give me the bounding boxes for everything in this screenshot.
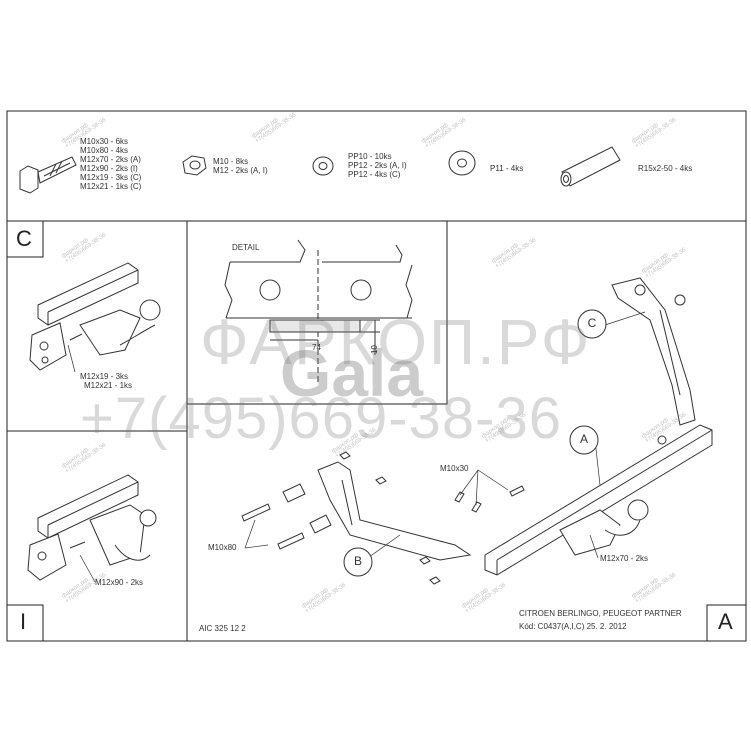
detail-drawing <box>224 239 413 385</box>
spring-washer-spec: P11 - 4ks <box>490 164 524 173</box>
detail-box <box>186 220 448 405</box>
footer-model: CITROEN BERLINGO, PEUGEOT PARTNER <box>519 609 682 618</box>
footer-kod: Kód: C0437(A,I,C) 25. 2. 2012 <box>519 622 627 631</box>
detail-dim-width: 74 <box>312 343 321 352</box>
label-m10x80: M10x80 <box>208 543 237 552</box>
nuts-list: M10 - 8ks M12 - 2ks (A, I) <box>213 157 268 175</box>
callout-b-label: B <box>353 554 362 568</box>
spacer-spec: R15x2-50 - 4ks <box>638 164 693 173</box>
nut-spec: M10 - 8ks <box>213 157 249 166</box>
callout-c-circle <box>577 309 607 339</box>
callout-c-label: C <box>587 316 597 330</box>
nut-icon <box>182 155 207 176</box>
detail-dim-height: 10 <box>369 345 379 354</box>
bolt-spec: M10x30 - 6ks <box>80 137 129 146</box>
a-letter-box <box>706 604 747 642</box>
main-assembly-drawing <box>241 277 713 585</box>
nut-spec: M12 - 2ks (A, I) <box>213 166 268 175</box>
label-m10x30: M10x30 <box>440 464 469 473</box>
panel-c-drawing <box>29 262 161 371</box>
washer-icon <box>312 156 334 176</box>
washers-list: PP10 - 10ks PP12 - 2ks (A, I) PP12 - 4ks… <box>348 152 407 179</box>
panel-i-letter: I <box>20 609 27 634</box>
detail-title: DETAIL <box>232 243 260 252</box>
bolt-icon <box>19 156 77 194</box>
washer-spec: PP12 - 2ks (A, I) <box>348 161 407 170</box>
panel-c-bolts: M12x19 - 3ks M12x21 - 1ks <box>80 372 132 390</box>
bolt-spec: M10x80 - 4ks <box>80 146 129 155</box>
bolts-list: M10x30 - 6ks M10x80 - 4ks M12x70 - 2ks (… <box>80 137 141 191</box>
panel-c-bolt-spec: M12x19 - 3ks <box>80 372 129 381</box>
outer-frame <box>6 110 747 642</box>
footer-code: AIC 325 12 2 <box>199 624 246 633</box>
bolt-spec: M12x90 - 2ks (I) <box>80 164 138 173</box>
c-letter-box <box>6 220 44 258</box>
leader-lines <box>67 311 646 583</box>
callout-circles <box>343 309 607 577</box>
callout-a-label: A <box>579 432 588 446</box>
panel-i-drawing <box>27 474 157 581</box>
panel-c-bolt-spec: M12x21 - 1ks <box>84 381 133 390</box>
panel-a-letter: A <box>718 609 733 634</box>
spring-washer-icon <box>448 150 476 176</box>
bolt-spec: M12x70 - 2ks (A) <box>80 155 141 164</box>
bolt-spec: M12x19 - 3ks (C) <box>80 173 142 182</box>
bolt-spec: M12x21 - 1ks (C) <box>80 182 142 191</box>
callout-b-circle <box>343 547 373 577</box>
spacer-tube-icon <box>560 146 621 187</box>
label-m12x70: M12x70 - 2ks <box>600 554 649 563</box>
callout-a-circle <box>569 425 599 455</box>
i-letter-box <box>6 604 44 642</box>
washer-spec: PP12 - 4ks (C) <box>348 170 401 179</box>
panel-i-bolts: M12x90 - 2ks <box>95 578 144 587</box>
washer-spec: PP10 - 10ks <box>348 152 392 161</box>
panel-c-letter: C <box>16 226 32 251</box>
